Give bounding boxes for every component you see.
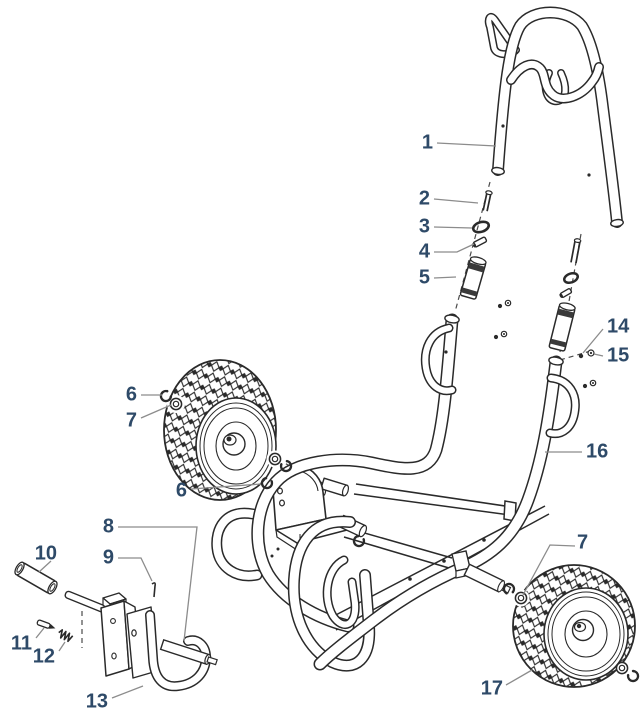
callout-14: 14 [607,315,630,338]
callout-13: 13 [85,690,108,713]
sleeve-5 [459,256,487,300]
pail-hook-tube [150,615,218,686]
handle-assembly [489,13,624,228]
callout-9: 9 [102,546,114,569]
pin-4 [472,236,488,248]
callout-10: 10 [34,542,57,565]
right-hardware-chain [548,238,582,352]
roller-10 [14,561,58,595]
hook-cross-bar [159,638,218,666]
pin-9 [151,582,156,598]
callout-4: 4 [418,240,430,263]
o-ring-3 [471,220,491,234]
callout-7-upper: 7 [125,409,137,432]
pin-11 [36,619,56,629]
callout-6-lower: 6 [175,479,187,502]
frame-tubes [217,314,576,666]
callout-3: 3 [418,215,430,238]
callout-16: 16 [586,440,609,463]
callout-2: 2 [418,187,430,210]
loose-screws [493,299,597,389]
callout-6-upper: 6 [125,383,137,406]
callout-12: 12 [32,645,55,668]
wheel-hardware [157,387,642,685]
callout-15: 15 [607,344,630,367]
callout-1: 1 [421,131,433,154]
left-wheel [163,359,277,501]
assembly-dashed-lines [81,181,595,648]
callout-8: 8 [102,515,114,538]
hitch-pin-2 [482,190,493,212]
axle-stub [320,477,350,497]
right-wheel [512,564,636,688]
spring-12 [58,629,74,643]
callout-7-lower: 7 [577,531,589,554]
left-hardware-chain [459,190,493,300]
leader-lines [35,142,604,699]
callout-17: 17 [480,677,503,700]
callout-11: 11 [10,632,32,655]
callout-5: 5 [418,266,430,289]
